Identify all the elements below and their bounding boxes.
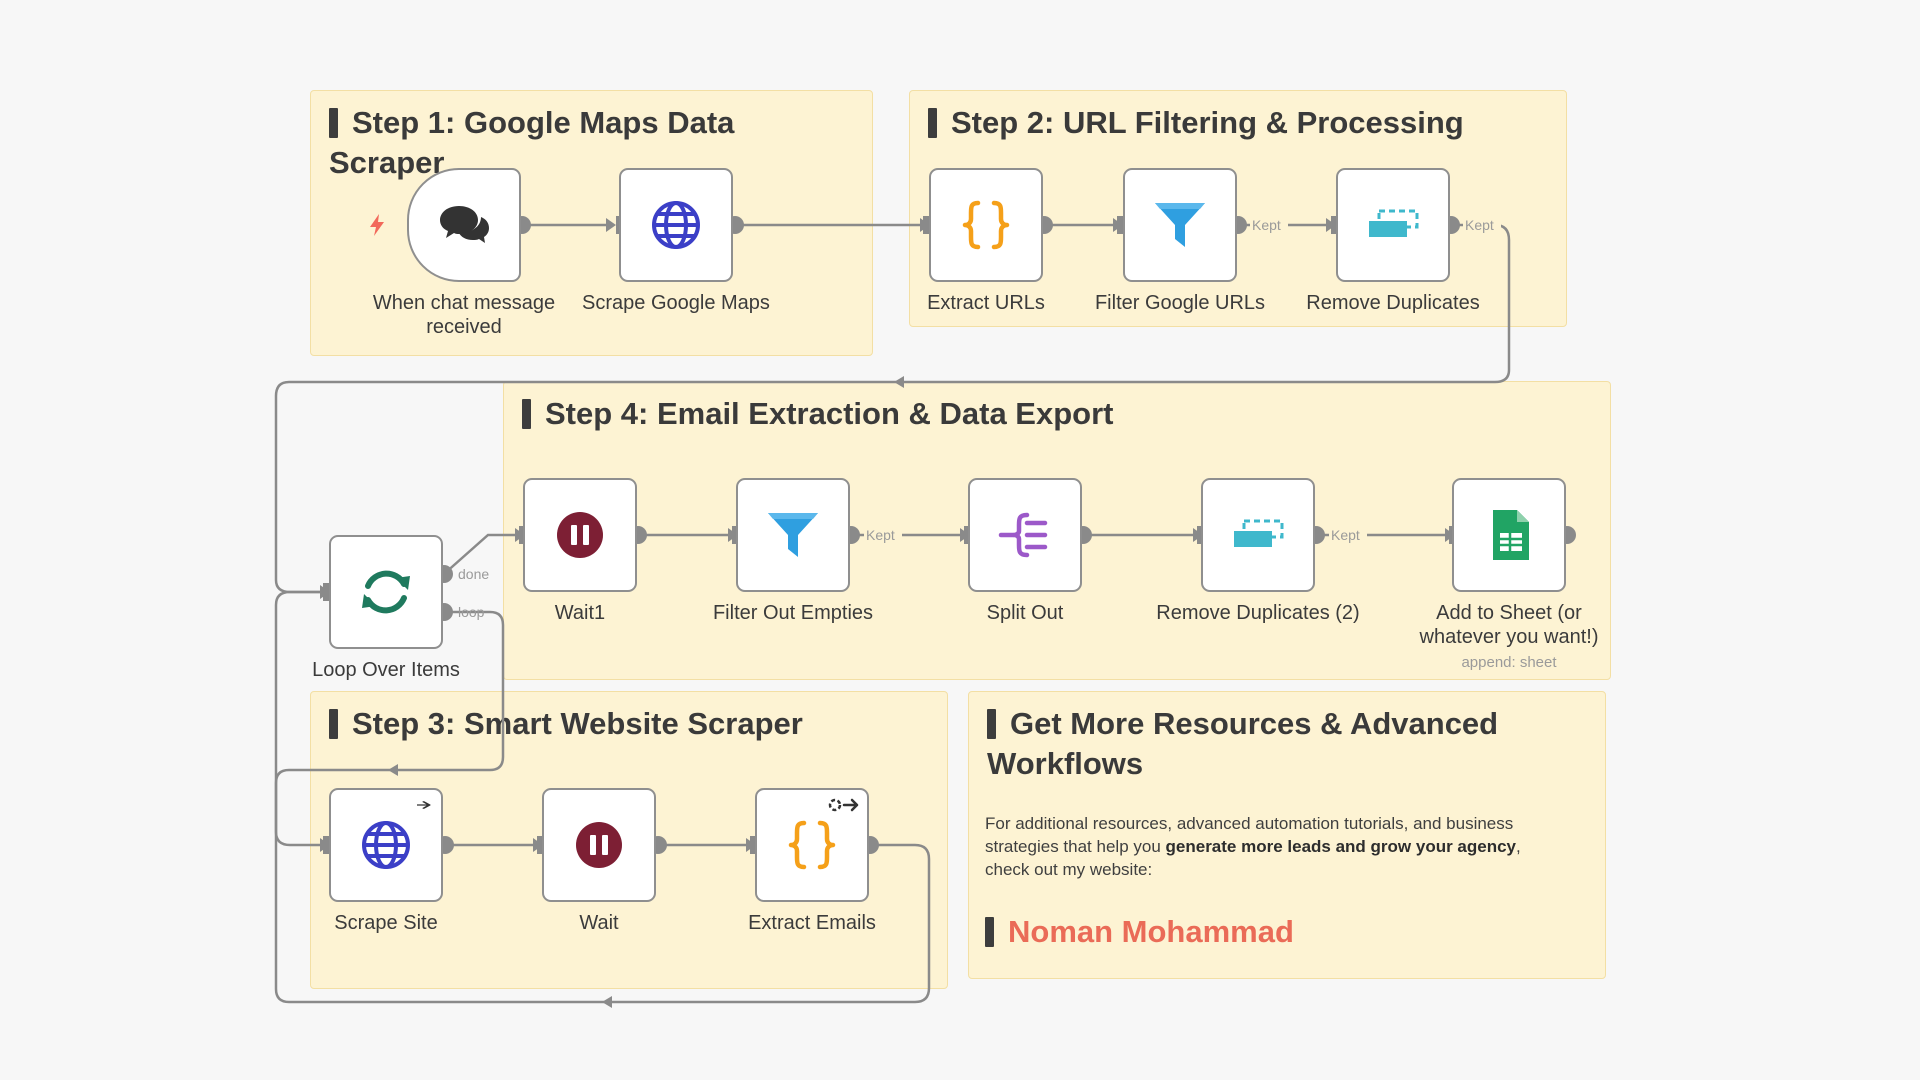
done-label: done [458, 566, 489, 582]
trigger-bolt-icon [370, 214, 384, 236]
pause-icon [576, 822, 622, 868]
retry-arrow-icon [828, 798, 859, 812]
node-filter-out-empties[interactable] [736, 478, 850, 592]
node-scrape-google-maps[interactable] [619, 168, 733, 282]
node-extract-urls[interactable] [929, 168, 1043, 282]
node-label: Scrape Google Maps [582, 292, 770, 314]
node-add-to-sheet[interactable] [1452, 478, 1566, 592]
filter-funnel-icon [1155, 203, 1205, 247]
node-chat-trigger[interactable] [407, 168, 521, 282]
node-label: Scrape Site [334, 912, 438, 934]
input-handle [1331, 216, 1338, 234]
sticky-step1-title: Step 1: Google Maps Data Scraper [329, 105, 735, 181]
input-handle [732, 526, 739, 544]
note-tag-icon [329, 709, 338, 739]
node-label: Remove Duplicates (2) [1156, 602, 1360, 624]
node-wait[interactable] [542, 788, 656, 902]
code-braces-icon [788, 820, 836, 870]
arrow-right-icon [417, 801, 431, 809]
split-out-icon [998, 512, 1048, 558]
input-handle [519, 526, 526, 544]
node-label: Wait1 [554, 602, 606, 624]
loop-arrows-icon [362, 570, 410, 614]
sticky-resources[interactable]: Get More Resources & Advanced Workflows … [968, 691, 1606, 979]
node-label: Extract URLs [927, 292, 1045, 314]
node-label: Split Out [986, 602, 1064, 624]
node-label: Add to Sheet (or whatever you want!) [1419, 602, 1599, 648]
arrowhead [606, 218, 616, 232]
sticky-step3-title: Step 3: Smart Website Scraper [329, 704, 929, 744]
input-handle [964, 526, 971, 544]
node-scrape-site[interactable] [329, 788, 443, 902]
note-tag-icon [987, 709, 996, 739]
node-remove-duplicates-2[interactable] [1201, 478, 1315, 592]
google-sheets-icon [1493, 510, 1529, 560]
wire-loop-done-to-wait1 [443, 533, 515, 575]
kept-label: Kept [1465, 217, 1494, 233]
input-handle [323, 836, 330, 854]
node-label: Filter Google URLs [1094, 292, 1266, 314]
loop-label: loop [458, 604, 485, 620]
node-wait1[interactable] [523, 478, 637, 592]
resources-body: For additional resources, advanced autom… [985, 814, 1521, 879]
node-label: Wait [579, 912, 619, 934]
node-split-out[interactable] [968, 478, 1082, 592]
node-extract-emails[interactable] [755, 788, 869, 902]
node-remove-duplicates[interactable] [1336, 168, 1450, 282]
code-braces-icon [962, 200, 1010, 250]
chat-bubbles-icon [440, 206, 489, 243]
sticky-step2-title: Step 2: URL Filtering & Processing [928, 103, 1548, 143]
sticky-step1[interactable]: Step 1: Google Maps Data Scraper [310, 90, 873, 356]
input-handle [323, 583, 330, 601]
node-label: Extract Emails [748, 912, 876, 934]
input-handle [537, 836, 544, 854]
globe-icon [362, 821, 410, 869]
pause-icon [557, 512, 603, 558]
node-filter-google-urls[interactable] [1123, 168, 1237, 282]
kept-label: Kept [866, 527, 895, 543]
dedupe-icon [1234, 519, 1284, 547]
input-handle [923, 216, 930, 234]
arrowhead [602, 996, 612, 1008]
node-label: Loop Over Items [312, 659, 460, 681]
sticky-step4-title: Step 4: Email Extraction & Data Export [522, 394, 1592, 434]
node-sublabel: append: sheet [1461, 654, 1557, 671]
resources-title: Get More Resources & Advanced Workflows [987, 706, 1499, 782]
input-handle [1197, 526, 1204, 544]
note-tag-icon [928, 108, 937, 138]
note-tag-icon [329, 108, 338, 138]
filter-funnel-icon [768, 513, 818, 557]
node-loop-over-items[interactable] [329, 535, 443, 649]
kept-label: Kept [1331, 527, 1360, 543]
kept-label: Kept [1252, 217, 1281, 233]
globe-icon [652, 201, 700, 249]
node-label: Remove Duplicates [1306, 292, 1480, 314]
website-link[interactable]: Noman Mohammad [985, 914, 1294, 950]
node-label: When chat message received [372, 292, 556, 338]
input-handle [1117, 216, 1124, 234]
dedupe-icon [1369, 209, 1419, 237]
note-tag-icon [985, 917, 994, 947]
arrowhead [388, 764, 398, 776]
arrowhead [894, 376, 904, 388]
node-label: Filter Out Empties [712, 602, 874, 624]
input-handle [750, 836, 757, 854]
wire-dedupe-to-loop [274, 223, 1511, 594]
note-tag-icon [522, 399, 531, 429]
